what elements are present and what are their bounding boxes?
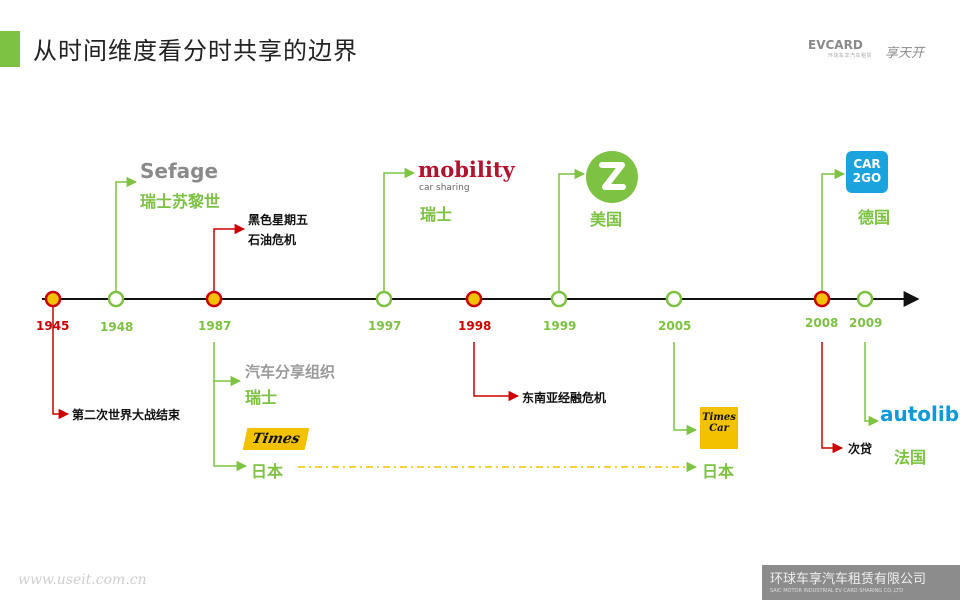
connector-1948: [115, 176, 138, 291]
milestone-1998: [465, 290, 483, 308]
car2go-logo-icon: CAR 2GO: [846, 151, 888, 193]
car2go-logo-line1: CAR: [853, 157, 881, 171]
event-1987-line1: 黑色星期五: [248, 213, 309, 227]
mobility-country: 瑞士: [420, 205, 453, 224]
evcard-logo-text: EVCARD: [808, 38, 863, 52]
milestone-2009: [856, 290, 874, 308]
event-1998: 东南亚经融危机: [522, 391, 607, 405]
times-car-logo-line2: Car: [709, 423, 729, 434]
mobility-subtitle: car sharing: [419, 183, 470, 193]
connector-1945: [52, 307, 70, 420]
event-2008: 次贷: [848, 442, 873, 456]
autolib-country: 法国: [894, 448, 927, 467]
sefage-name: Sefage: [140, 159, 219, 183]
year-label-2009: 2009: [849, 316, 883, 330]
milestone-1948: [107, 290, 125, 308]
year-label-1948: 1948: [100, 320, 134, 334]
title-accent-bar: [0, 31, 20, 67]
evcard-logo: EVCARD 环球车享汽车租赁: [808, 38, 872, 59]
milestone-1999: [550, 290, 568, 308]
times-car-logo-icon: Times Car: [700, 407, 738, 449]
connector-1987-times: [213, 381, 248, 472]
times-car-country: 日本: [702, 462, 735, 481]
mobility-logo: mobility: [418, 157, 515, 182]
year-label-1987: 1987: [198, 319, 232, 333]
car2go-country: 德国: [858, 208, 891, 227]
connector-1999: [558, 168, 586, 291]
milestone-1997: [375, 290, 393, 308]
connector-1998: [473, 342, 520, 402]
times-country: 日本: [251, 462, 284, 481]
sefage-country: 瑞士苏黎世: [140, 192, 221, 211]
year-label-1997: 1997: [368, 319, 402, 333]
times-logo-icon: Times: [242, 428, 310, 450]
zipcar-country: 美国: [590, 210, 623, 229]
year-label-2008: 2008: [805, 316, 839, 330]
milestone-2008: [813, 290, 831, 308]
milestone-1987: [205, 290, 223, 308]
coop-country: 瑞士: [245, 388, 278, 407]
connector-2008-up: [821, 168, 846, 291]
year-label-1999: 1999: [543, 319, 577, 333]
connector-1997: [383, 167, 416, 291]
connector-1987-coop: [213, 342, 242, 387]
times-car-logo-line1: Times: [702, 412, 736, 423]
year-label-2005: 2005: [658, 319, 692, 333]
year-label-1945: 1945: [36, 319, 70, 333]
connector-2009: [864, 342, 880, 427]
milestone-1945: [44, 290, 62, 308]
coop-name: 汽车分享组织: [245, 363, 336, 381]
connector-1987-up: [213, 223, 246, 291]
xiangtiankai-logo: 享天开: [885, 46, 925, 61]
zipcar-logo-icon: [586, 151, 638, 203]
autolib-logo: autolib': [880, 402, 960, 426]
car2go-logo-line2: 2GO: [852, 171, 882, 185]
zipcar-z-icon: [599, 162, 626, 190]
footer-company-name: 环球车享汽车租赁有限公司: [770, 572, 927, 587]
event-1987-line2: 石油危机: [248, 233, 297, 247]
milestone-2005: [665, 290, 683, 308]
event-1945: 第二次世界大战结束: [72, 408, 181, 422]
year-label-1998: 1998: [458, 319, 492, 333]
connector-2005: [673, 342, 698, 436]
connector-2008-down: [821, 342, 844, 454]
evcard-logo-subtext: 环球车享汽车租赁: [828, 53, 873, 59]
footer-watermark-url: www.useit.com.cn: [18, 572, 147, 588]
footer-company-english: SAIC MOTOR INDUSTRIAL EV CARD SHARING CO…: [770, 588, 904, 594]
footer-company-banner: 环球车享汽车租赁有限公司 SAIC MOTOR INDUSTRIAL EV CA…: [762, 565, 960, 600]
page-title: 从时间维度看分时共享的边界: [33, 37, 358, 65]
